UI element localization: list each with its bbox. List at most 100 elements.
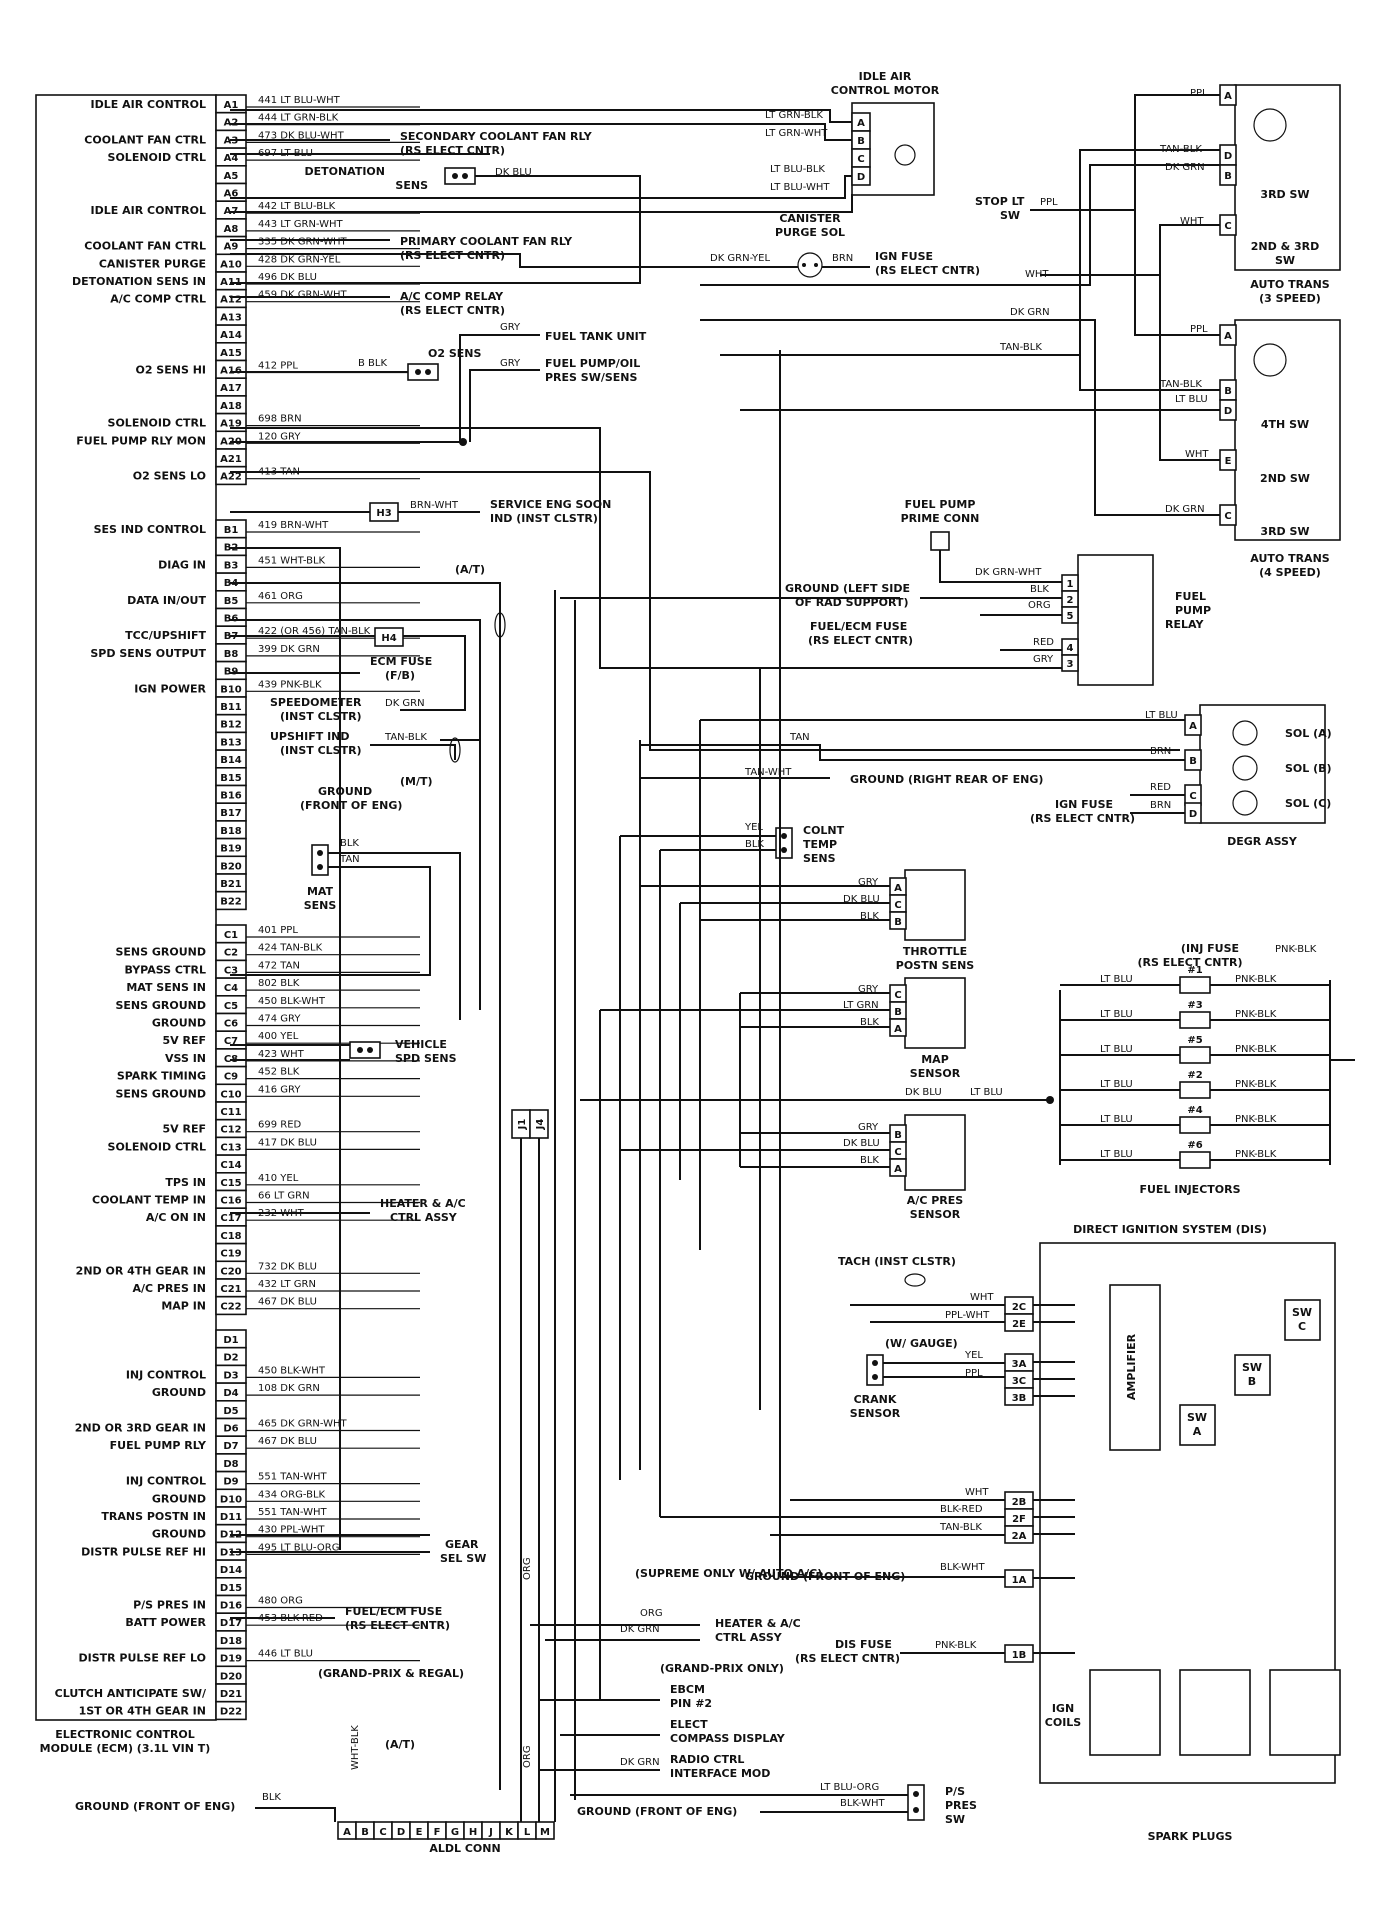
injector-wire-lt-blu: LT BLU bbox=[1100, 1149, 1133, 1160]
ecm-label: SENS GROUND bbox=[115, 946, 206, 959]
svg-text:RELAY: RELAY bbox=[1165, 618, 1204, 631]
ecm-label: SOLENOID CTRL bbox=[108, 151, 206, 164]
crank-sensor: CRANK SENSOR bbox=[850, 1354, 901, 1420]
svg-text:A: A bbox=[894, 883, 902, 894]
h4-connector: H4 bbox=[374, 627, 404, 647]
ecm-label: P/S PRES IN bbox=[133, 1599, 206, 1612]
ecm-pin-c17: C17 bbox=[220, 1213, 241, 1224]
ecm-pin-d2: D2 bbox=[223, 1353, 238, 1364]
ecm-label: DATA IN/OUT bbox=[127, 594, 206, 607]
ecm-caption-2: MODULE (ECM) (3.1L VIN T) bbox=[40, 1742, 211, 1755]
ecm-pin-b19: B19 bbox=[220, 844, 242, 855]
svg-text:(RS ELECT CNTR): (RS ELECT CNTR) bbox=[345, 1619, 450, 1632]
injector bbox=[1179, 1151, 1211, 1169]
svg-text:TAN: TAN bbox=[789, 732, 810, 743]
ecm-wire-label: 401 PPL bbox=[258, 925, 298, 936]
ecm-label: COOLANT FAN CTRL bbox=[84, 133, 206, 146]
ecm-wire-label: 461 ORG bbox=[258, 591, 303, 602]
svg-text:B: B bbox=[1224, 386, 1232, 397]
svg-text:B: B bbox=[894, 917, 902, 928]
ecm-pin-d17: D17 bbox=[220, 1618, 242, 1629]
svg-text:PRES: PRES bbox=[945, 1799, 977, 1812]
ecm-pin-c13: C13 bbox=[220, 1142, 241, 1153]
svg-text:SEL SW: SEL SW bbox=[440, 1552, 486, 1565]
ecm-pin-b15: B15 bbox=[220, 773, 242, 784]
degr-assembly: A B C D SOL (A) SOL (B) SOL (C) DEGR ASS… bbox=[1184, 704, 1332, 848]
ecm-pin-c21: C21 bbox=[220, 1284, 241, 1295]
injector-wire-lt-blu: LT BLU bbox=[1100, 1079, 1133, 1090]
ecm-wire-label: 442 LT BLU-BLK bbox=[258, 201, 336, 212]
svg-text:GROUND (RIGHT REAR OF ENG): GROUND (RIGHT REAR OF ENG) bbox=[850, 773, 1043, 786]
ecm-wire-label: 451 WHT-BLK bbox=[258, 555, 326, 566]
svg-text:B: B bbox=[894, 1130, 902, 1141]
ecm-pin-b12: B12 bbox=[220, 720, 242, 731]
map-sensor: C B A MAP SENSOR bbox=[889, 977, 966, 1080]
ecm-wire-label: 423 WHT bbox=[258, 1049, 305, 1060]
svg-text:DK BLU: DK BLU bbox=[905, 1087, 942, 1098]
svg-text:PRIMARY COOLANT FAN RLY: PRIMARY COOLANT FAN RLY bbox=[400, 235, 573, 248]
svg-text:EBCM: EBCM bbox=[670, 1683, 705, 1696]
splice-j1-j4: J1 J4 bbox=[511, 1109, 549, 1139]
dis-pin-3b: 3B bbox=[1012, 1393, 1027, 1404]
injector-number: #2 bbox=[1187, 1070, 1202, 1081]
svg-text:(RS ELECT CNTR): (RS ELECT CNTR) bbox=[400, 144, 505, 157]
svg-text:(INJ FUSE: (INJ FUSE bbox=[1181, 942, 1239, 955]
svg-text:LT BLU: LT BLU bbox=[1175, 394, 1208, 405]
svg-text:SENSOR: SENSOR bbox=[910, 1208, 961, 1221]
injector bbox=[1179, 1011, 1211, 1029]
svg-text:IDLE AIR: IDLE AIR bbox=[859, 70, 912, 83]
svg-text:DK GRN: DK GRN bbox=[1165, 504, 1205, 515]
ecm-pin-b20: B20 bbox=[220, 861, 242, 872]
ecm-wire-label: 424 TAN-BLK bbox=[258, 943, 323, 954]
svg-text:(3 SPEED): (3 SPEED) bbox=[1259, 292, 1321, 305]
svg-text:H3: H3 bbox=[376, 508, 391, 519]
svg-text:GROUND: GROUND bbox=[318, 785, 372, 798]
svg-text:TAN-BLK: TAN-BLK bbox=[999, 342, 1042, 353]
svg-text:RED: RED bbox=[1033, 637, 1054, 648]
svg-text:WHT-BLK: WHT-BLK bbox=[350, 1725, 361, 1770]
ecm-pin-a8: A8 bbox=[224, 224, 239, 235]
svg-text:3RD SW: 3RD SW bbox=[1260, 525, 1309, 538]
injector-number: #6 bbox=[1187, 1140, 1202, 1151]
aldl-pin-d: D bbox=[397, 1827, 405, 1838]
ecm-wire-label: 444 LT GRN-BLK bbox=[258, 113, 339, 124]
svg-text:(M/T): (M/T) bbox=[400, 775, 433, 788]
svg-text:FUEL INJECTORS: FUEL INJECTORS bbox=[1139, 1183, 1240, 1196]
svg-text:O2 SENS: O2 SENS bbox=[428, 347, 481, 360]
ecm-pin-c10: C10 bbox=[220, 1089, 241, 1100]
ecm-pin-a15: A15 bbox=[220, 348, 242, 359]
svg-text:C: C bbox=[1224, 511, 1231, 522]
svg-text:SERVICE ENG SOON: SERVICE ENG SOON bbox=[490, 498, 611, 511]
svg-text:B BLK: B BLK bbox=[358, 358, 387, 369]
svg-text:(A/T): (A/T) bbox=[455, 563, 485, 576]
svg-text:B: B bbox=[1248, 1375, 1256, 1388]
svg-text:TACH (INST CLSTR): TACH (INST CLSTR) bbox=[838, 1255, 956, 1268]
ecm-label: SES IND CONTROL bbox=[94, 523, 206, 536]
svg-text:DK BLU: DK BLU bbox=[495, 167, 532, 178]
svg-text:(RS ELECT CNTR): (RS ELECT CNTR) bbox=[808, 634, 913, 647]
svg-text:(RS ELECT CNTR): (RS ELECT CNTR) bbox=[875, 264, 980, 277]
ecm-pin-a13: A13 bbox=[220, 312, 242, 323]
aldl-pin-e: E bbox=[416, 1827, 423, 1838]
injector-number: #4 bbox=[1187, 1105, 1202, 1116]
ecm-pin-cell bbox=[215, 1700, 247, 1721]
ecm-pin-a21: A21 bbox=[220, 454, 242, 465]
ecm-wire-label: 699 RED bbox=[258, 1120, 302, 1131]
stop-lt-sw: STOP LT bbox=[975, 195, 1025, 208]
ecm-pin-c4: C4 bbox=[224, 983, 238, 994]
svg-text:DK GRN: DK GRN bbox=[385, 698, 425, 709]
ecm-label: A/C ON IN bbox=[146, 1211, 206, 1224]
svg-text:A: A bbox=[857, 118, 865, 129]
svg-text:TAN-WHT: TAN-WHT bbox=[744, 767, 792, 778]
svg-text:SW: SW bbox=[1275, 254, 1295, 267]
dis-pin-2b: 2B bbox=[1012, 1497, 1027, 1508]
svg-text:C: C bbox=[894, 1147, 901, 1158]
ecm-label: IDLE AIR CONTROL bbox=[91, 98, 206, 111]
svg-text:C: C bbox=[1224, 221, 1231, 232]
idle-air-control-motor: IDLE AIR CONTROL MOTOR A B C D bbox=[831, 70, 940, 196]
dis-pin-3c: 3C bbox=[1012, 1376, 1026, 1387]
svg-text:J4: J4 bbox=[535, 1119, 546, 1131]
auto-trans-3-speed: A D B C 3RD SW 2ND & 3RD SW AUTO TRANS (… bbox=[1219, 84, 1341, 305]
ecm-pin-d5: D5 bbox=[223, 1406, 238, 1417]
ecm-wire-label: 432 LT GRN bbox=[258, 1279, 316, 1290]
